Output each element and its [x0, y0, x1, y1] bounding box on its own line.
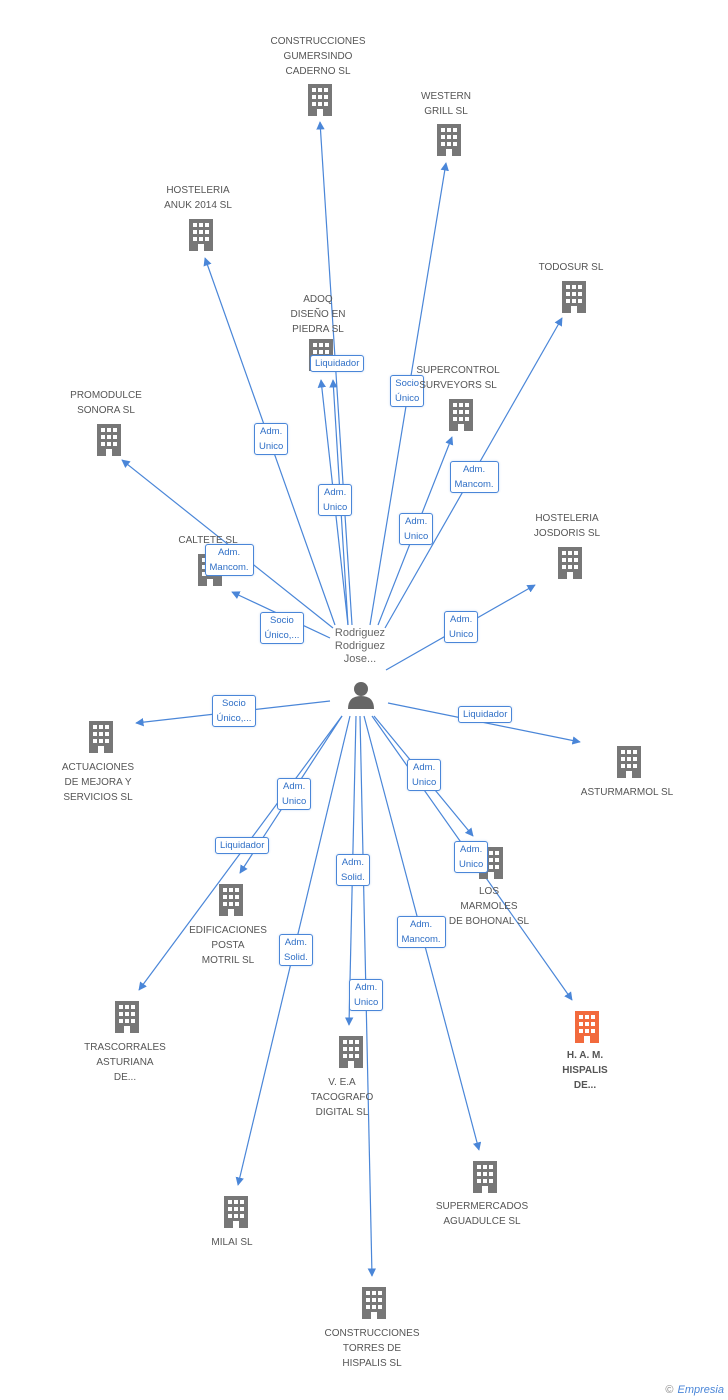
- building-icon-anuk[interactable]: [189, 219, 213, 251]
- company-label-vea[interactable]: V. E.A TACOGRAFO DIGITAL SL: [310, 1077, 374, 1118]
- building-icon-western[interactable]: [437, 124, 461, 156]
- company-label-gumersindo[interactable]: CONSTRUCCIONES GUMERSINDO CADERNO SL: [270, 36, 366, 77]
- company-label-caltete[interactable]: CALTETE SL: [178, 535, 238, 546]
- building-icon-aguadulce[interactable]: [473, 1161, 497, 1193]
- building-icon-hispalis[interactable]: [575, 1011, 599, 1043]
- edge-label-vea[interactable]: Adm. Solid.: [336, 854, 370, 886]
- edge-label-marmoles[interactable]: Adm. Unico: [407, 759, 442, 791]
- copyright-symbol: ©: [665, 1384, 674, 1396]
- edge-label-adoq[interactable]: Adm. Unico: [318, 484, 353, 516]
- building-icon-trascorrales[interactable]: [115, 1001, 139, 1033]
- building-icon-asturmarmol[interactable]: [617, 746, 641, 778]
- building-icon-todosur[interactable]: [562, 281, 586, 313]
- building-icon-promodulce[interactable]: [97, 424, 121, 456]
- building-icon-torres[interactable]: [362, 1287, 386, 1319]
- edge-label-anuk[interactable]: Adm. Unico: [254, 423, 289, 455]
- edge-label-torres[interactable]: Adm. Unico: [349, 979, 384, 1011]
- company-label-anuk[interactable]: HOSTELERIA ANUK 2014 SL: [164, 185, 232, 211]
- edge-gumersindo: [316, 121, 353, 626]
- company-label-milai[interactable]: MILAI SL: [211, 1237, 253, 1248]
- company-label-promodulce[interactable]: PROMODULCE SONORA SL: [70, 390, 142, 416]
- edge-label-edificaciones[interactable]: Liquidador: [215, 836, 270, 854]
- building-icon-actuaciones[interactable]: [89, 721, 113, 753]
- edge-label-adoq[interactable]: Liquidador: [310, 354, 365, 372]
- edge-label-hispalis[interactable]: Adm. Unico: [454, 841, 489, 873]
- brand-name: Empresia: [677, 1384, 724, 1396]
- company-label-todosur[interactable]: TODOSUR SL: [538, 262, 604, 273]
- company-label-josdoris[interactable]: HOSTELERIA JOSDORIS SL: [533, 513, 601, 539]
- edge-label-promodulce[interactable]: Adm. Mancom.: [204, 544, 254, 576]
- brand-logo: ©Empresia: [665, 1384, 724, 1396]
- company-label-asturmarmol[interactable]: ASTURMARMOL SL: [580, 787, 674, 798]
- person-icon[interactable]: [348, 682, 374, 709]
- edge-label-caltete[interactable]: Socio Único,...: [259, 612, 305, 644]
- company-label-supercontrol[interactable]: SUPERCONTROL SURVEYORS SL: [416, 365, 500, 391]
- building-icon-vea[interactable]: [339, 1036, 363, 1068]
- edge-label-asturmarmol[interactable]: Liquidador: [458, 705, 513, 723]
- edge-label-milai[interactable]: Adm. Solid.: [279, 934, 313, 966]
- edge-label-todosur[interactable]: Adm. Mancom.: [449, 461, 499, 493]
- company-label-actuaciones[interactable]: ACTUACIONES DE MEJORA Y SERVICIOS SL: [61, 762, 135, 803]
- edge-label-trascorrales[interactable]: Adm. Unico: [277, 778, 312, 810]
- building-icon-gumersindo[interactable]: [308, 84, 332, 116]
- edge-label-actuaciones[interactable]: Socio Único,...: [211, 695, 257, 727]
- company-label-aguadulce[interactable]: SUPERMERCADOS AGUADULCE SL: [435, 1201, 529, 1227]
- building-icon-edificaciones[interactable]: [219, 884, 243, 916]
- company-label-hispalis[interactable]: H. A. M. HISPALIS DE...: [562, 1050, 608, 1091]
- company-label-adoq[interactable]: ADOQ DISEÑO EN PIEDRA SL: [290, 294, 346, 335]
- company-label-marmoles[interactable]: LOS MARMOLES DE BOHONAL SL: [448, 886, 530, 927]
- edge-label-western[interactable]: Socio Único: [390, 375, 425, 407]
- edge-label-supercontrol[interactable]: Adm. Unico: [399, 513, 434, 545]
- company-label-western[interactable]: WESTERN GRILL SL: [421, 91, 471, 117]
- company-label-trascorrales[interactable]: TRASCORRALES ASTURIANA DE...: [84, 1042, 166, 1083]
- company-label-torres[interactable]: CONSTRUCCIONES TORRES DE HISPALIS SL: [324, 1328, 420, 1369]
- edge-label-josdoris[interactable]: Adm. Unico: [444, 611, 479, 643]
- edge-asturmarmol: [387, 702, 581, 745]
- edge-label-aguadulce[interactable]: Adm. Mancom.: [396, 916, 446, 948]
- building-icon-supercontrol[interactable]: [449, 399, 473, 431]
- company-label-edificaciones[interactable]: EDIFICACIONES POSTA MOTRIL SL: [189, 925, 267, 966]
- building-icon-josdoris[interactable]: [558, 547, 582, 579]
- building-icon-milai[interactable]: [224, 1196, 248, 1228]
- center-person-label[interactable]: Rodriguez Rodriguez Jose...: [334, 627, 386, 665]
